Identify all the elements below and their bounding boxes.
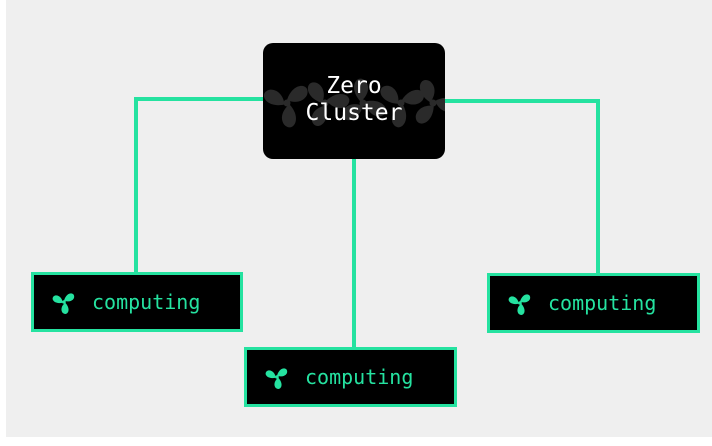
- computing-node-left: computing: [31, 272, 243, 332]
- connector-left: [134, 97, 263, 272]
- fan-icon: [265, 368, 288, 389]
- fan-icon: [508, 294, 531, 315]
- zero-cluster-node: Zero Cluster: [263, 43, 445, 159]
- cluster-title-line2: Cluster: [305, 100, 403, 126]
- connector-right: [445, 99, 600, 273]
- node-label: computing: [92, 290, 201, 314]
- diagram-canvas: Zero Cluster computing computing: [6, 0, 712, 437]
- cluster-title-line1: Zero: [326, 73, 382, 99]
- cluster-title: Zero Cluster: [263, 73, 445, 127]
- node-label: computing: [305, 365, 414, 389]
- computing-node-right: computing: [487, 273, 700, 333]
- connector-lines: [134, 97, 600, 347]
- fan-icon: [52, 293, 75, 314]
- node-label: computing: [548, 291, 657, 315]
- computing-node-center: computing: [244, 347, 457, 407]
